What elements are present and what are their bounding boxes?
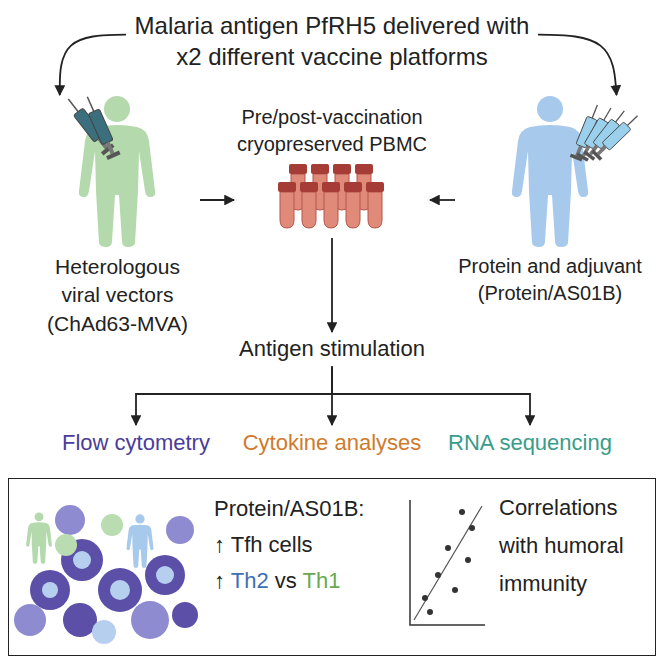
flow-arrow — [332, 367, 530, 425]
flow-arrow — [136, 367, 332, 425]
node-label: Protein and adjuvant (Protein/AS01B) — [455, 253, 645, 307]
process-step: Antigen stimulation — [212, 332, 452, 367]
flow-arrow — [331, 238, 333, 332]
flow-arrow — [60, 35, 126, 95]
scatter-plot — [410, 500, 485, 625]
finding-text: ↑ Tfh cells — [214, 531, 404, 560]
assay-label: RNA sequencing — [433, 425, 627, 462]
node-label: Flow cytometry — [41, 429, 231, 458]
flow-arrow — [538, 35, 617, 95]
node-label: Heterologous viral vectors (ChAd63-MVA) — [35, 253, 200, 338]
flow-arrow — [430, 199, 455, 201]
assay-label: Flow cytometry — [41, 425, 231, 462]
flow-arrow — [200, 199, 234, 201]
node-label: RNA sequencing — [433, 429, 627, 458]
sample-node: Pre/post-vaccination cryopreserved PBMC — [234, 100, 430, 238]
syringes — [570, 103, 642, 162]
assay-label: Cytokine analyses — [237, 425, 427, 462]
cell-cluster — [14, 505, 198, 644]
heading-node: Malaria antigen PfRH5 delivered with x2 … — [126, 8, 538, 74]
node-label: Pre/post-vaccination cryopreserved PBMC — [234, 104, 430, 158]
sample-tubes — [278, 164, 384, 228]
finding-text: Protein/AS01B: — [214, 495, 404, 524]
finding-text: ↑ Th2 vs Th1 — [214, 567, 404, 596]
syringes — [63, 94, 121, 160]
platform-figure: Protein and adjuvant (Protein/AS01B) — [455, 95, 645, 311]
person-figure — [512, 96, 588, 247]
finding-text: Correlations with humoral immunity — [499, 489, 649, 602]
node-label: Cytokine analyses — [237, 429, 427, 458]
platform-figure: Heterologous viral vectors (ChAd63-MVA) — [35, 95, 200, 342]
node-label: Antigen stimulation — [212, 335, 452, 364]
results-box: Protein/AS01B: ↑ Tfh cells ↑ Th2 vs Th1 Cor… — [8, 478, 656, 656]
node-label: Malaria antigen PfRH5 delivered with x2 … — [126, 10, 538, 72]
